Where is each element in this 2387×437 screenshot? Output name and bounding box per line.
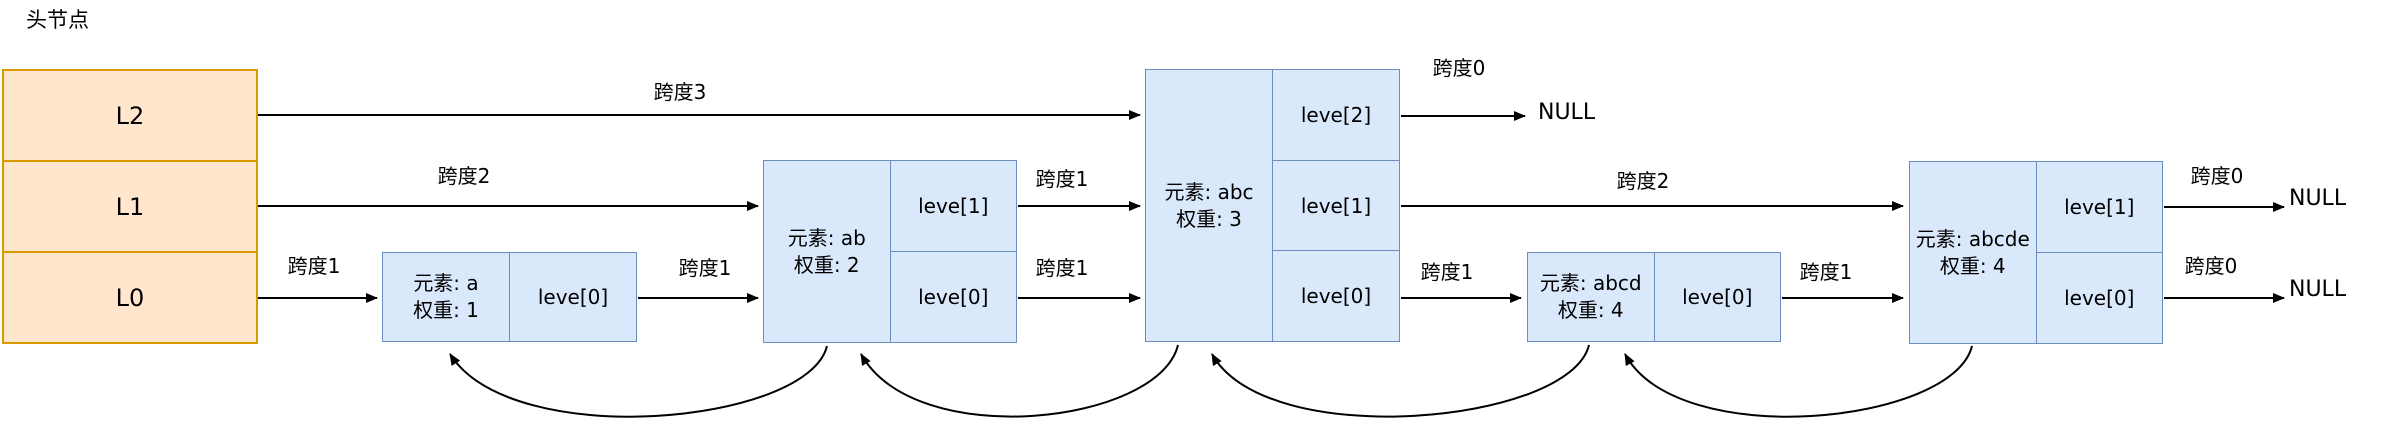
node-ab-element: 元素: ab [787, 225, 866, 250]
back-arrow-ab-to-a [449, 345, 828, 418]
node-abcde-levels: leve[1] leve[0] [2036, 162, 2162, 343]
forward-arrows [256, 110, 2285, 303]
node-abcd-element: 元素: abcd [1539, 271, 1642, 295]
null-terminator-abc-l2: NULL [1538, 100, 1596, 125]
backward-arrows [449, 344, 1973, 418]
span-label-abc-l2-to-null: 跨度0 [1432, 56, 1486, 80]
back-arrow-abc-to-ab [860, 344, 1179, 418]
null-terminator-abcde-l1: NULL [2289, 186, 2347, 211]
node-abcde-leve1: leve[1] [2064, 195, 2135, 219]
node-ab-leve0: leve[0] [890, 251, 1016, 342]
node-abcde: 元素: abcde 权重: 4 leve[1] leve[0] [1909, 161, 2163, 344]
node-a: 元素: a 权重: 1 leve[0] [382, 252, 637, 342]
head-level-l1: L1 [4, 160, 256, 251]
node-a-leve0: leve[0] [537, 285, 609, 309]
node-abcd-levels: leve[0] [1655, 253, 1781, 341]
node-ab-levels: leve[1] leve[0] [890, 161, 1016, 342]
node-ab: 元素: ab 权重: 2 leve[1] leve[0] [763, 160, 1017, 343]
node-abc: 元素: abc 权重: 3 leve[2] leve[1] leve[0] [1145, 69, 1400, 342]
span-label-abcde-l0-to-null: 跨度0 [2184, 254, 2238, 278]
node-abcd: 元素: abcd 权重: 4 leve[0] [1527, 252, 1781, 342]
node-abc-leve1: leve[1] [1273, 159, 1399, 251]
back-arrow-abcde-to-abcd [1624, 345, 1973, 418]
node-abc-levels: leve[2] leve[1] leve[0] [1273, 70, 1399, 341]
node-abcde-info: 元素: abcde 权重: 4 [1910, 162, 2037, 343]
node-abc-weight: 权重: 3 [1176, 206, 1242, 231]
span-label-head-l1-to-ab: 跨度2 [437, 164, 491, 188]
node-abcde-element: 元素: abcde [1915, 226, 2030, 251]
head-node: L2 L1 L0 [2, 69, 258, 344]
diagram-title: 头节点 [26, 8, 89, 32]
node-a-element: 元素: a [413, 271, 479, 295]
node-abc-leve2: leve[2] [1300, 102, 1372, 127]
span-label-head-l2-to-abc: 跨度3 [653, 80, 707, 104]
span-label-abcd-to-abcde: 跨度1 [1799, 260, 1853, 284]
back-arrow-abcd-to-abc [1211, 344, 1590, 418]
node-abcd-weight: 权重: 4 [1557, 298, 1624, 322]
node-abcde-leve0: leve[0] [2036, 252, 2162, 343]
span-label-ab-l0-to-abc: 跨度1 [1035, 256, 1089, 280]
span-label-abc-l1-to-abcde: 跨度2 [1616, 169, 1670, 193]
head-level-l0: L0 [4, 251, 256, 342]
node-abc-info: 元素: abc 权重: 3 [1146, 70, 1273, 341]
span-label-ab-l1-to-abc: 跨度1 [1035, 167, 1089, 191]
node-abcd-info: 元素: abcd 权重: 4 [1528, 253, 1655, 341]
head-level-l2: L2 [115, 101, 145, 130]
span-label-abcde-l1-to-null: 跨度0 [2190, 164, 2244, 188]
node-abc-element: 元素: abc [1164, 179, 1254, 204]
span-label-a-to-ab: 跨度1 [678, 256, 732, 280]
node-a-levels: leve[0] [510, 253, 636, 341]
node-abc-leve0: leve[0] [1273, 250, 1399, 341]
null-terminator-abcde-l0: NULL [2289, 277, 2347, 302]
node-a-weight: 权重: 1 [413, 298, 479, 322]
node-ab-info: 元素: ab 权重: 2 [764, 161, 891, 342]
span-label-abc-l0-to-abcd: 跨度1 [1420, 260, 1474, 284]
node-ab-weight: 权重: 2 [793, 252, 860, 277]
span-label-head-l0-to-a: 跨度1 [287, 254, 341, 278]
node-a-info: 元素: a 权重: 1 [383, 253, 510, 341]
node-abcde-weight: 权重: 4 [1939, 253, 2006, 278]
node-abcd-leve0: leve[0] [1682, 285, 1753, 309]
node-ab-leve1: leve[1] [918, 194, 989, 218]
